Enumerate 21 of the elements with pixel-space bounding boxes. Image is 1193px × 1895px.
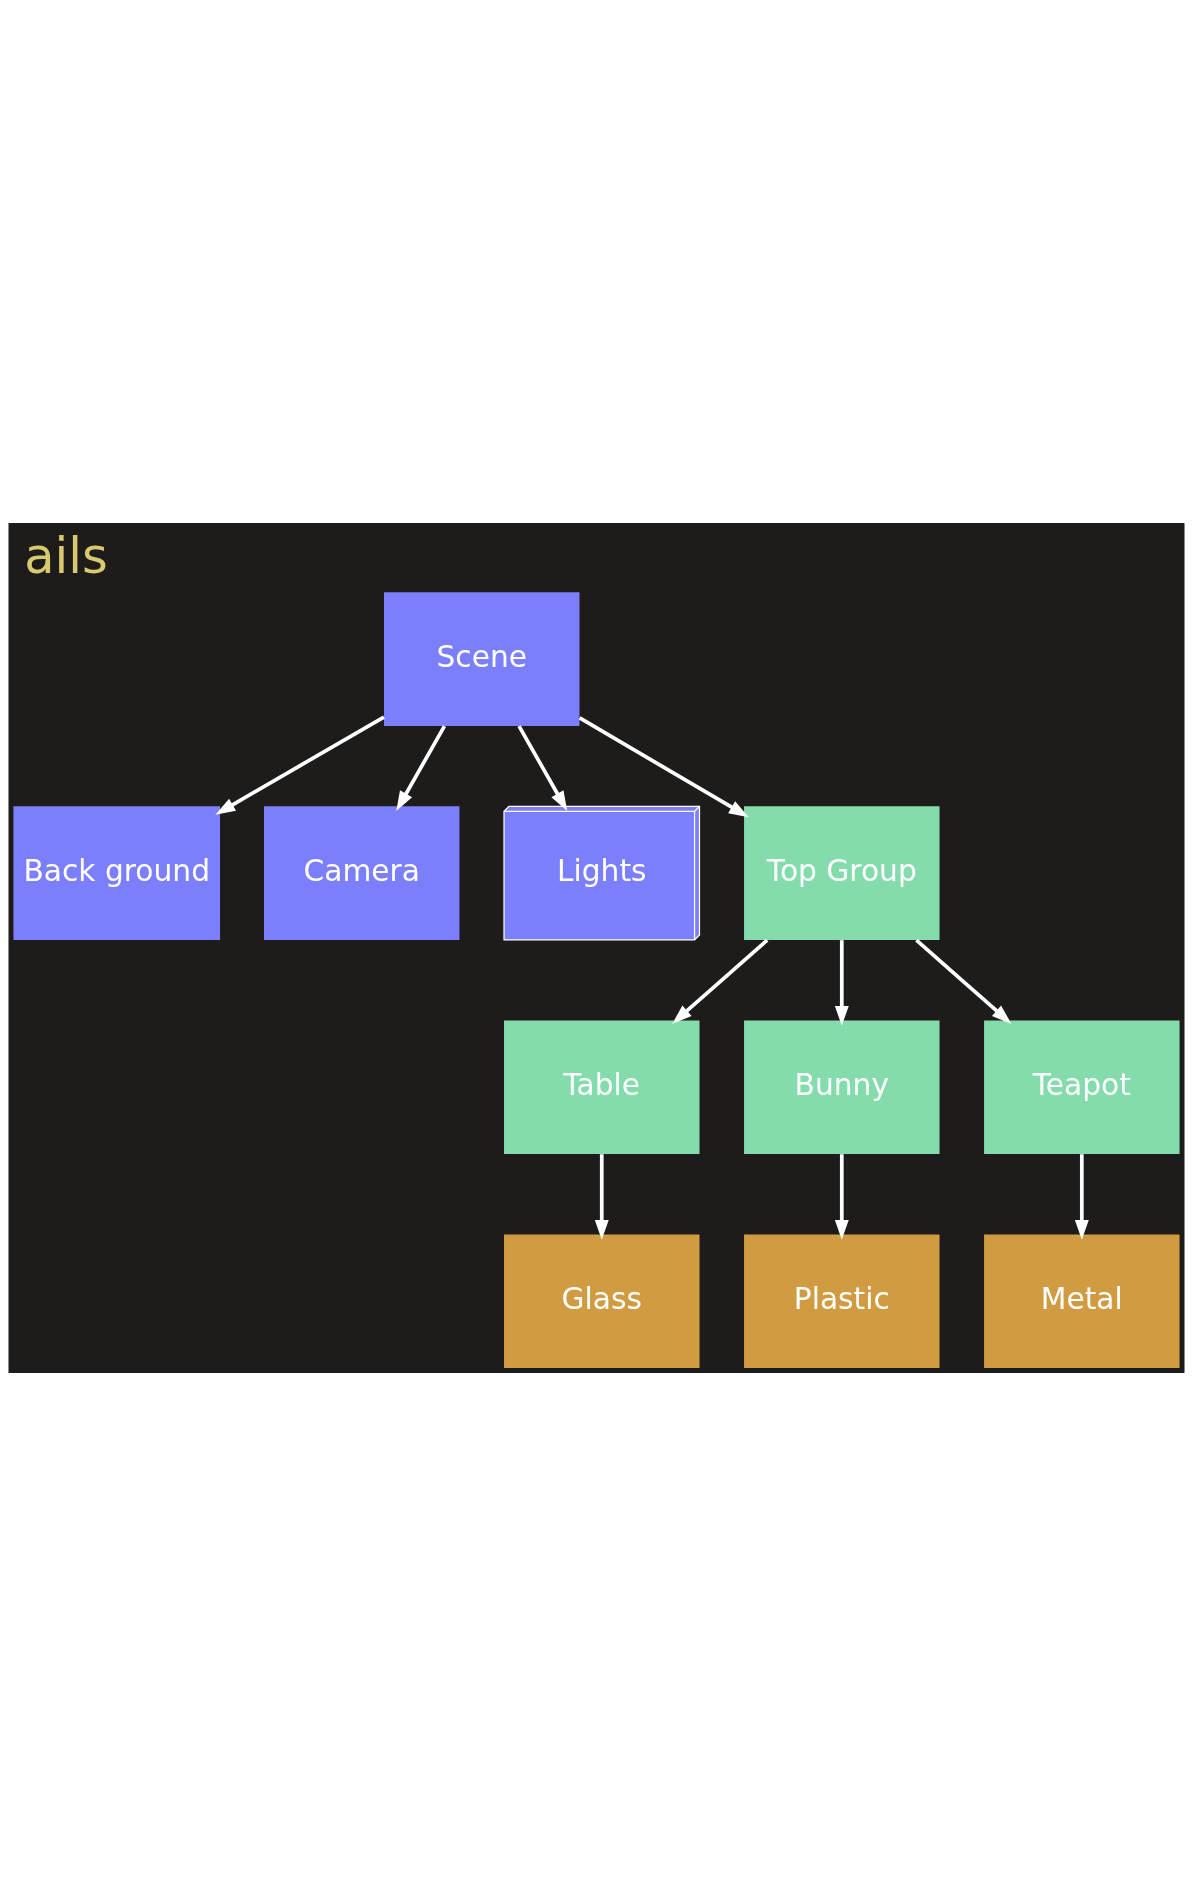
arrow bbox=[594, 1153, 609, 1240]
arrow bbox=[915, 938, 1012, 1024]
node-box: Table bbox=[504, 1019, 700, 1154]
arrow bbox=[1074, 1153, 1089, 1240]
node-box: Glass bbox=[504, 1233, 700, 1368]
arrow bbox=[834, 939, 849, 1026]
arrow bbox=[834, 1153, 849, 1240]
arrow bbox=[396, 724, 447, 811]
node-box: Metal bbox=[984, 1233, 1180, 1368]
node-box: Back ground bbox=[13, 805, 221, 940]
arrow bbox=[672, 938, 769, 1024]
node-box: Teapot bbox=[984, 1019, 1180, 1154]
node-box: Camera bbox=[264, 805, 460, 940]
node-box: Bunny bbox=[744, 1019, 940, 1154]
node-box: Scene bbox=[384, 591, 580, 726]
node-box: Top Group bbox=[744, 805, 940, 940]
arrow bbox=[215, 714, 385, 815]
node-box: Plastic bbox=[744, 1233, 940, 1368]
arrow bbox=[578, 715, 749, 817]
diagram-title: ails bbox=[24, 525, 108, 584]
arrow bbox=[517, 724, 568, 811]
